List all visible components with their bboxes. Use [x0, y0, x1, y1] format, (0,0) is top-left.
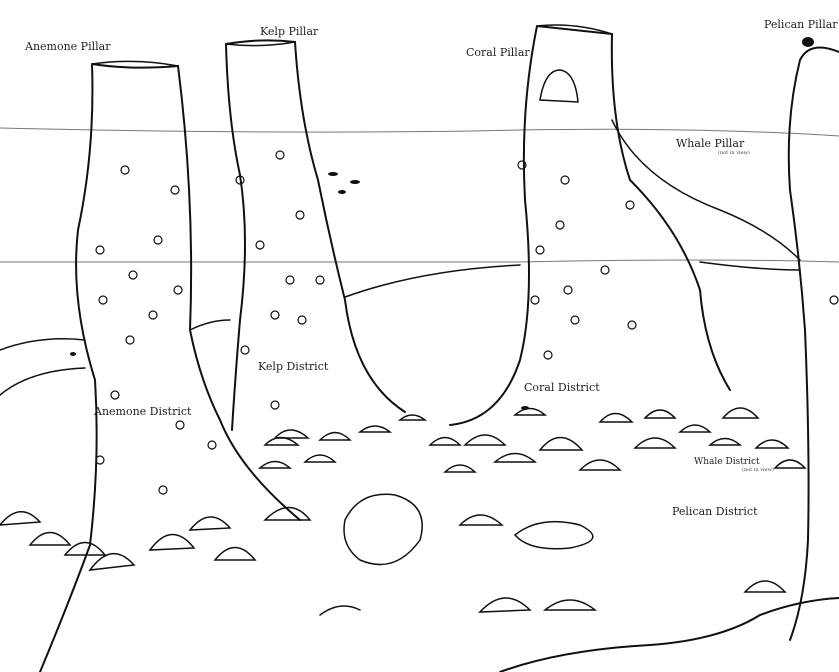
swimmer-silhouettes — [70, 37, 814, 410]
pelican-pillar — [787, 46, 839, 641]
coral-pillar — [449, 25, 731, 426]
pillar-windows — [95, 150, 839, 495]
label-pelican-pillar: Pelican Pillar — [764, 18, 838, 31]
whale-pillar-edge — [611, 119, 801, 261]
houses — [0, 407, 807, 613]
label-whale-pillar: Whale Pillar — [676, 137, 745, 150]
label-coral-pillar: Coral Pillar — [466, 46, 530, 59]
label-pelican-district: Pelican District — [672, 505, 758, 518]
rock-center — [343, 493, 423, 566]
rock-front — [319, 605, 361, 616]
ground-ridge-left — [0, 338, 86, 396]
label-anemone-pillar: Anemone Pillar — [25, 40, 111, 53]
label-kelp-district: Kelp District — [258, 360, 329, 373]
ground-front — [499, 597, 839, 672]
label-kelp-pillar: Kelp Pillar — [260, 25, 319, 38]
anemone-pillar — [39, 63, 301, 672]
label-coral-district: Coral District — [524, 381, 600, 394]
water-surface-line — [0, 127, 839, 137]
rock-lower — [513, 520, 594, 550]
ground-ridge-kelp — [189, 264, 521, 331]
label-whale-district-note: (not in view) — [742, 467, 774, 473]
label-whale-district: Whale District — [694, 457, 760, 467]
label-anemone-district: Anemone District — [94, 405, 192, 418]
coral-pillar-window — [539, 69, 579, 103]
ground-ridge-right — [699, 261, 801, 271]
water-mid-line — [0, 259, 839, 263]
kelp-pillar — [225, 39, 406, 431]
label-whale-pillar-note: (not in view) — [718, 150, 750, 156]
